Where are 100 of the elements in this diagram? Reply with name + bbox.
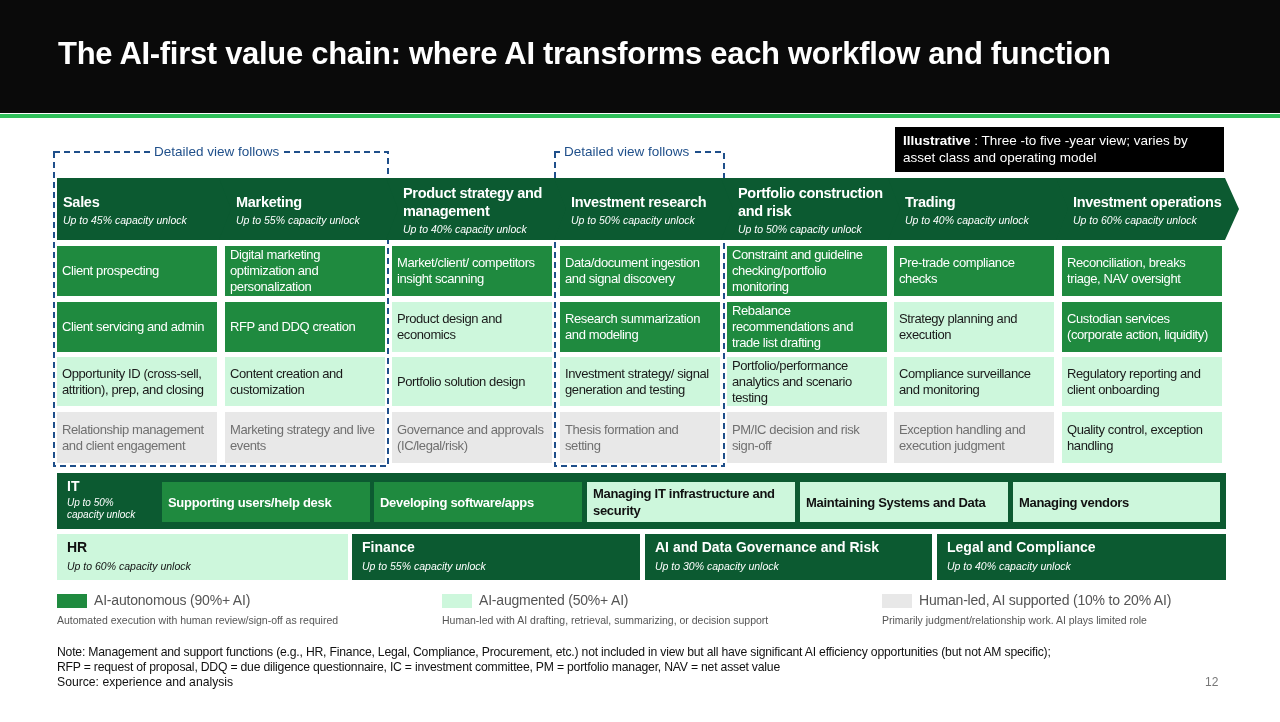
node-title: Client prospecting xyxy=(62,263,159,279)
task-cell xyxy=(560,246,720,296)
legend-description: Human-led with AI drafting, retrieval, summarizing, or decision support xyxy=(442,614,769,626)
node-title: AI and Data Governance and Risk xyxy=(655,539,881,555)
legend-description: Primarily judgment/relationship work. AI plays limited role xyxy=(882,614,1147,626)
function-band xyxy=(937,534,1226,580)
node-title: Trading xyxy=(905,192,957,211)
capacity-note: Up to 45% capacity unlock xyxy=(63,213,188,226)
slide-title: The AI-first value chain: where AI transforms each workflow and function xyxy=(58,36,1111,72)
capacity-note: Up to 60% capacity unlock xyxy=(1073,213,1198,226)
function-cell xyxy=(1013,482,1220,522)
node-title: Governance and approvals (IC/legal/risk) xyxy=(397,421,545,454)
node-title: Investment strategy/ signal generation and testing xyxy=(565,365,710,398)
task-cell xyxy=(1062,357,1222,406)
task-cell xyxy=(225,357,385,406)
node-title: Strategy planning and execution xyxy=(899,311,1019,343)
node-title: Digital marketing optimization and personalization xyxy=(230,247,321,295)
task-cell xyxy=(392,302,552,352)
page-number: 12 xyxy=(1205,675,1219,689)
capacity-note: Up to 30% capacity unlock xyxy=(655,560,780,572)
node-title: Pre-trade compliance checks xyxy=(899,255,1016,287)
node-title: Opportunity ID (cross-sell, attrition), prep, and closing xyxy=(62,365,205,398)
footnote: Note: Management and support functions (e.g., HR, Finance, Legal, Compliance, Procurement, etc.) not included in view but all have significant AI efficiency opportunities (but not AM specific); RFP = request of proposal, DDQ = due diligence questionnaire, IC = investment committee, PM = portfolio manager, NAV = net asset value xyxy=(57,645,1052,675)
node-title: Reconciliation, breaks triage, NAV oversight xyxy=(1067,255,1187,287)
node-title: HR xyxy=(67,539,89,555)
task-cell xyxy=(727,357,887,406)
node-title: Custodian services (corporate action, liquidity) xyxy=(1067,311,1209,343)
node-title: Research summarization and modeling xyxy=(565,311,701,343)
function-cell xyxy=(587,482,795,522)
node-title: Marketing xyxy=(236,192,303,211)
node-title: Investment operations xyxy=(1073,192,1223,211)
legend-label: AI-augmented (50%+ AI) xyxy=(479,592,629,608)
capacity-note: Up to 40% capacity unlock xyxy=(905,213,1030,226)
task-cell xyxy=(392,246,552,296)
node-title: Supporting users/help desk xyxy=(168,493,332,511)
capacity-note: Up to 50% capacity unlock xyxy=(571,213,696,226)
disclaimer-note: Illustrative : Three -to five -year view; varies by asset class and operating model xyxy=(895,127,1224,172)
node-title: Data/document ingestion and signal discovery xyxy=(565,255,701,287)
node-title: Exception handling and execution judgment xyxy=(899,421,1027,454)
node-title: Legal and Compliance xyxy=(947,539,1097,555)
node-title: Managing IT infrastructure and security xyxy=(593,485,776,519)
chevron-header xyxy=(386,178,569,240)
task-cell xyxy=(1062,412,1222,463)
task-cell xyxy=(727,302,887,352)
node-title: PM/IC decision and risk sign-off xyxy=(732,421,861,454)
node-title: Product design and economics xyxy=(397,311,503,343)
node-title: Maintaining Systems and Data xyxy=(806,493,986,511)
function-band xyxy=(352,534,640,580)
capacity-note: Up to 60% capacity unlock xyxy=(67,560,192,572)
task-cell xyxy=(560,357,720,406)
node-title: IT xyxy=(67,478,81,494)
node-title: Finance xyxy=(362,539,416,555)
node-title: Managing vendors xyxy=(1019,493,1130,511)
task-cell xyxy=(1062,246,1222,296)
node-title: Constraint and guideline checking/portfolio monitoring xyxy=(732,247,864,295)
chevron-header xyxy=(57,178,234,240)
legend-description: Automated execution with human review/sign-off as required xyxy=(57,614,339,626)
capacity-note: Up to 50% capacity unlock xyxy=(67,497,137,521)
node-title: Portfolio solution design xyxy=(397,373,526,390)
task-cell xyxy=(225,246,385,296)
task-cell xyxy=(1062,302,1222,352)
task-cell xyxy=(225,302,385,352)
source-note: Source: experience and analysis xyxy=(57,675,234,689)
node-title: Thesis formation and setting xyxy=(565,421,680,454)
section-label: Detailed view follows xyxy=(560,144,694,159)
function-cell xyxy=(800,482,1008,522)
node-title: RFP and DDQ creation xyxy=(230,319,356,335)
node-title: Marketing strategy and live events xyxy=(230,421,376,454)
task-cell xyxy=(560,302,720,352)
task-cell xyxy=(57,357,217,406)
task-cell xyxy=(894,357,1054,406)
node-title: Investment research xyxy=(571,192,708,211)
node-title: Rebalance recommendations and trade list drafting xyxy=(732,303,855,351)
node-title: Quality control, exception handling xyxy=(1067,421,1204,454)
node-title: Sales xyxy=(63,192,101,211)
node-title: Market/client/ competitors insight scanning xyxy=(397,255,536,287)
function-cell xyxy=(162,482,370,522)
function-band xyxy=(645,534,932,580)
task-cell xyxy=(894,246,1054,296)
task-cell xyxy=(727,246,887,296)
node-title: Portfolio/performance analytics and scenario testing xyxy=(732,357,853,406)
node-title: Developing software/apps xyxy=(380,493,534,511)
task-cell xyxy=(392,357,552,406)
capacity-note: Up to 40% capacity unlock xyxy=(403,222,528,235)
task-cell xyxy=(57,302,217,352)
function-band xyxy=(57,473,1226,529)
node-title: Regulatory reporting and client onboarding xyxy=(1067,365,1202,398)
node-title: Client servicing and admin xyxy=(62,319,205,335)
function-band xyxy=(57,534,348,580)
node-title: Product strategy and management xyxy=(403,183,544,220)
capacity-note: Up to 40% capacity unlock xyxy=(947,560,1072,572)
legend-label: AI-autonomous (90%+ AI) xyxy=(94,592,251,608)
function-cell xyxy=(374,482,582,522)
node-title: Relationship management and client engagement xyxy=(62,421,205,454)
chevron-header xyxy=(1056,178,1239,240)
node-title: Content creation and customization xyxy=(230,365,344,398)
node-title: Compliance surveillance and monitoring xyxy=(899,365,1032,398)
node-title: Portfolio construction and risk xyxy=(738,183,884,220)
chevron-header xyxy=(888,178,1071,240)
task-cell xyxy=(57,246,217,296)
